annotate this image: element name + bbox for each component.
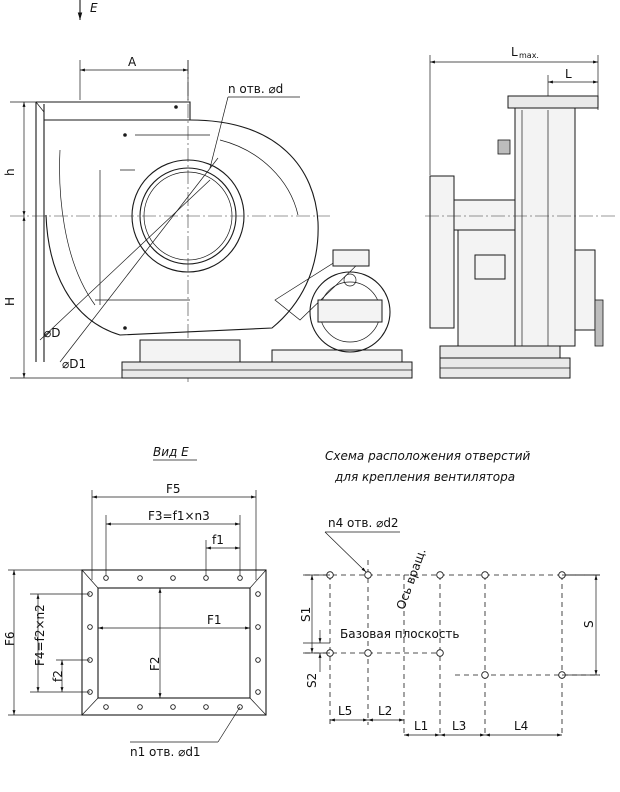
bolt-hole-icon bbox=[170, 704, 176, 710]
dim-Lmax-label: L bbox=[511, 45, 518, 59]
side-motor-box bbox=[474, 254, 506, 280]
dim-S-label: S bbox=[582, 620, 596, 628]
dim-H-label: H bbox=[3, 297, 17, 306]
view-arrow-label: E bbox=[90, 1, 98, 15]
motor bbox=[309, 249, 391, 353]
scroll-inner-curve bbox=[59, 149, 96, 306]
bolt-hole-icon bbox=[364, 649, 372, 657]
side-inlet-duct bbox=[453, 199, 516, 231]
bolt-hole-icon bbox=[123, 133, 127, 137]
scheme-holes-label: n4 отв. ⌀d2 bbox=[328, 516, 399, 530]
pedestal bbox=[139, 339, 241, 363]
dim-L5-label: L5 bbox=[338, 704, 352, 718]
bolt-hole-icon bbox=[87, 624, 93, 630]
holes-bottom-leader bbox=[217, 706, 241, 743]
motor-body bbox=[309, 271, 391, 353]
dim-F6-label: F6 bbox=[3, 631, 17, 646]
scheme-title-line-2: для крепления вентилятора bbox=[334, 470, 515, 484]
dim-D1-label: ⌀D1 bbox=[62, 357, 86, 371]
scheme-title-line-1: Схема расположения отверстий bbox=[325, 449, 531, 463]
dim-L3-label: L3 bbox=[452, 719, 466, 733]
dim-Lmax-sub: max. bbox=[519, 51, 539, 60]
holes-top-label: n отв. ⌀d bbox=[228, 82, 283, 96]
dim-L2-label: L2 bbox=[378, 704, 392, 718]
flange-holes bbox=[87, 575, 261, 710]
view-title: Вид Е bbox=[153, 445, 189, 459]
dim-S1-label: S1 bbox=[299, 607, 313, 622]
dim-F2-label: F2 bbox=[148, 656, 162, 671]
dim-D-label: ⌀D bbox=[44, 326, 60, 340]
side-base bbox=[439, 345, 561, 359]
dim-F5-label: F5 bbox=[166, 482, 181, 496]
bolt-hole-icon bbox=[255, 657, 261, 663]
flange-outline bbox=[81, 569, 267, 716]
bolt-hole-icon bbox=[103, 575, 109, 581]
holes-bottom-label: n1 отв. ⌀d1 bbox=[130, 745, 201, 759]
bolt-hole-icon bbox=[170, 575, 176, 581]
motor-eyebolt bbox=[343, 273, 357, 287]
bolt-hole-icon bbox=[137, 704, 143, 710]
bolt-hole-icon bbox=[255, 689, 261, 695]
motor-terminal-box bbox=[332, 249, 370, 267]
bolt-hole-icon bbox=[174, 105, 178, 109]
bolt-hole-icon bbox=[237, 575, 243, 581]
bolt-hole-icon bbox=[436, 649, 444, 657]
scroll-edges bbox=[95, 169, 190, 301]
side-housing bbox=[514, 107, 576, 347]
motor-base-plate bbox=[271, 349, 403, 363]
dim-f1-label: f1 bbox=[212, 533, 224, 547]
dim-F1-label: F1 bbox=[207, 613, 222, 627]
dim-D-leader bbox=[39, 179, 211, 341]
side-bearing bbox=[497, 139, 511, 155]
side-back-plate bbox=[574, 249, 596, 331]
flange-opening bbox=[97, 587, 251, 699]
side-outlet-flange bbox=[507, 95, 599, 109]
front-view: E bbox=[3, 0, 413, 385]
dim-A-label: A bbox=[128, 55, 137, 69]
dim-S2-label: S2 bbox=[305, 673, 319, 688]
scroll-ribs bbox=[99, 134, 299, 305]
side-motor bbox=[457, 229, 516, 347]
bolt-hole-icon bbox=[436, 571, 444, 579]
side-back-flange bbox=[594, 299, 604, 347]
flange-corners bbox=[81, 569, 267, 716]
bolt-hole-icon bbox=[255, 591, 261, 597]
dim-L4-label: L4 bbox=[514, 719, 528, 733]
axis-rotation-label: Ось вращ. bbox=[394, 546, 429, 611]
bolt-hole-icon bbox=[481, 671, 489, 679]
hole-scheme: Схема расположения отверстий для креплен… bbox=[299, 449, 600, 737]
holes-leader-line bbox=[209, 96, 229, 169]
bolt-hole-icon bbox=[255, 624, 261, 630]
bolt-hole-icon bbox=[123, 326, 127, 330]
bolt-hole-icon bbox=[203, 704, 209, 710]
bolt-hole-icon bbox=[481, 571, 489, 579]
dim-F4-label: F4=f2×n2 bbox=[33, 604, 47, 666]
dim-f2-label: f2 bbox=[51, 670, 65, 682]
bolt-hole-icon bbox=[103, 704, 109, 710]
motor-shaft-band bbox=[317, 299, 383, 323]
scroll-casing bbox=[44, 119, 319, 336]
side-view: L max. L bbox=[425, 45, 615, 379]
base-plane-label: Базовая плоскость bbox=[340, 627, 459, 641]
side-inlet-flange bbox=[429, 175, 455, 329]
outlet-duct bbox=[35, 101, 191, 362]
bolt-hole-icon bbox=[137, 575, 143, 581]
scheme-holes-leader bbox=[324, 531, 367, 573]
dim-L1-label: L1 bbox=[414, 719, 428, 733]
dim-F3-label: F3=f1×n3 bbox=[148, 509, 210, 523]
flange-view: Вид Е F5 F3=f1×n3 f1 bbox=[3, 445, 267, 759]
dim-D1-leader bbox=[59, 157, 219, 363]
dim-L-label: L bbox=[565, 67, 572, 81]
bolt-hole-icon bbox=[203, 575, 209, 581]
outlet-flange-edge bbox=[35, 101, 45, 113]
bolt-hole-icon bbox=[364, 571, 372, 579]
dim-h-label: h bbox=[3, 168, 17, 176]
